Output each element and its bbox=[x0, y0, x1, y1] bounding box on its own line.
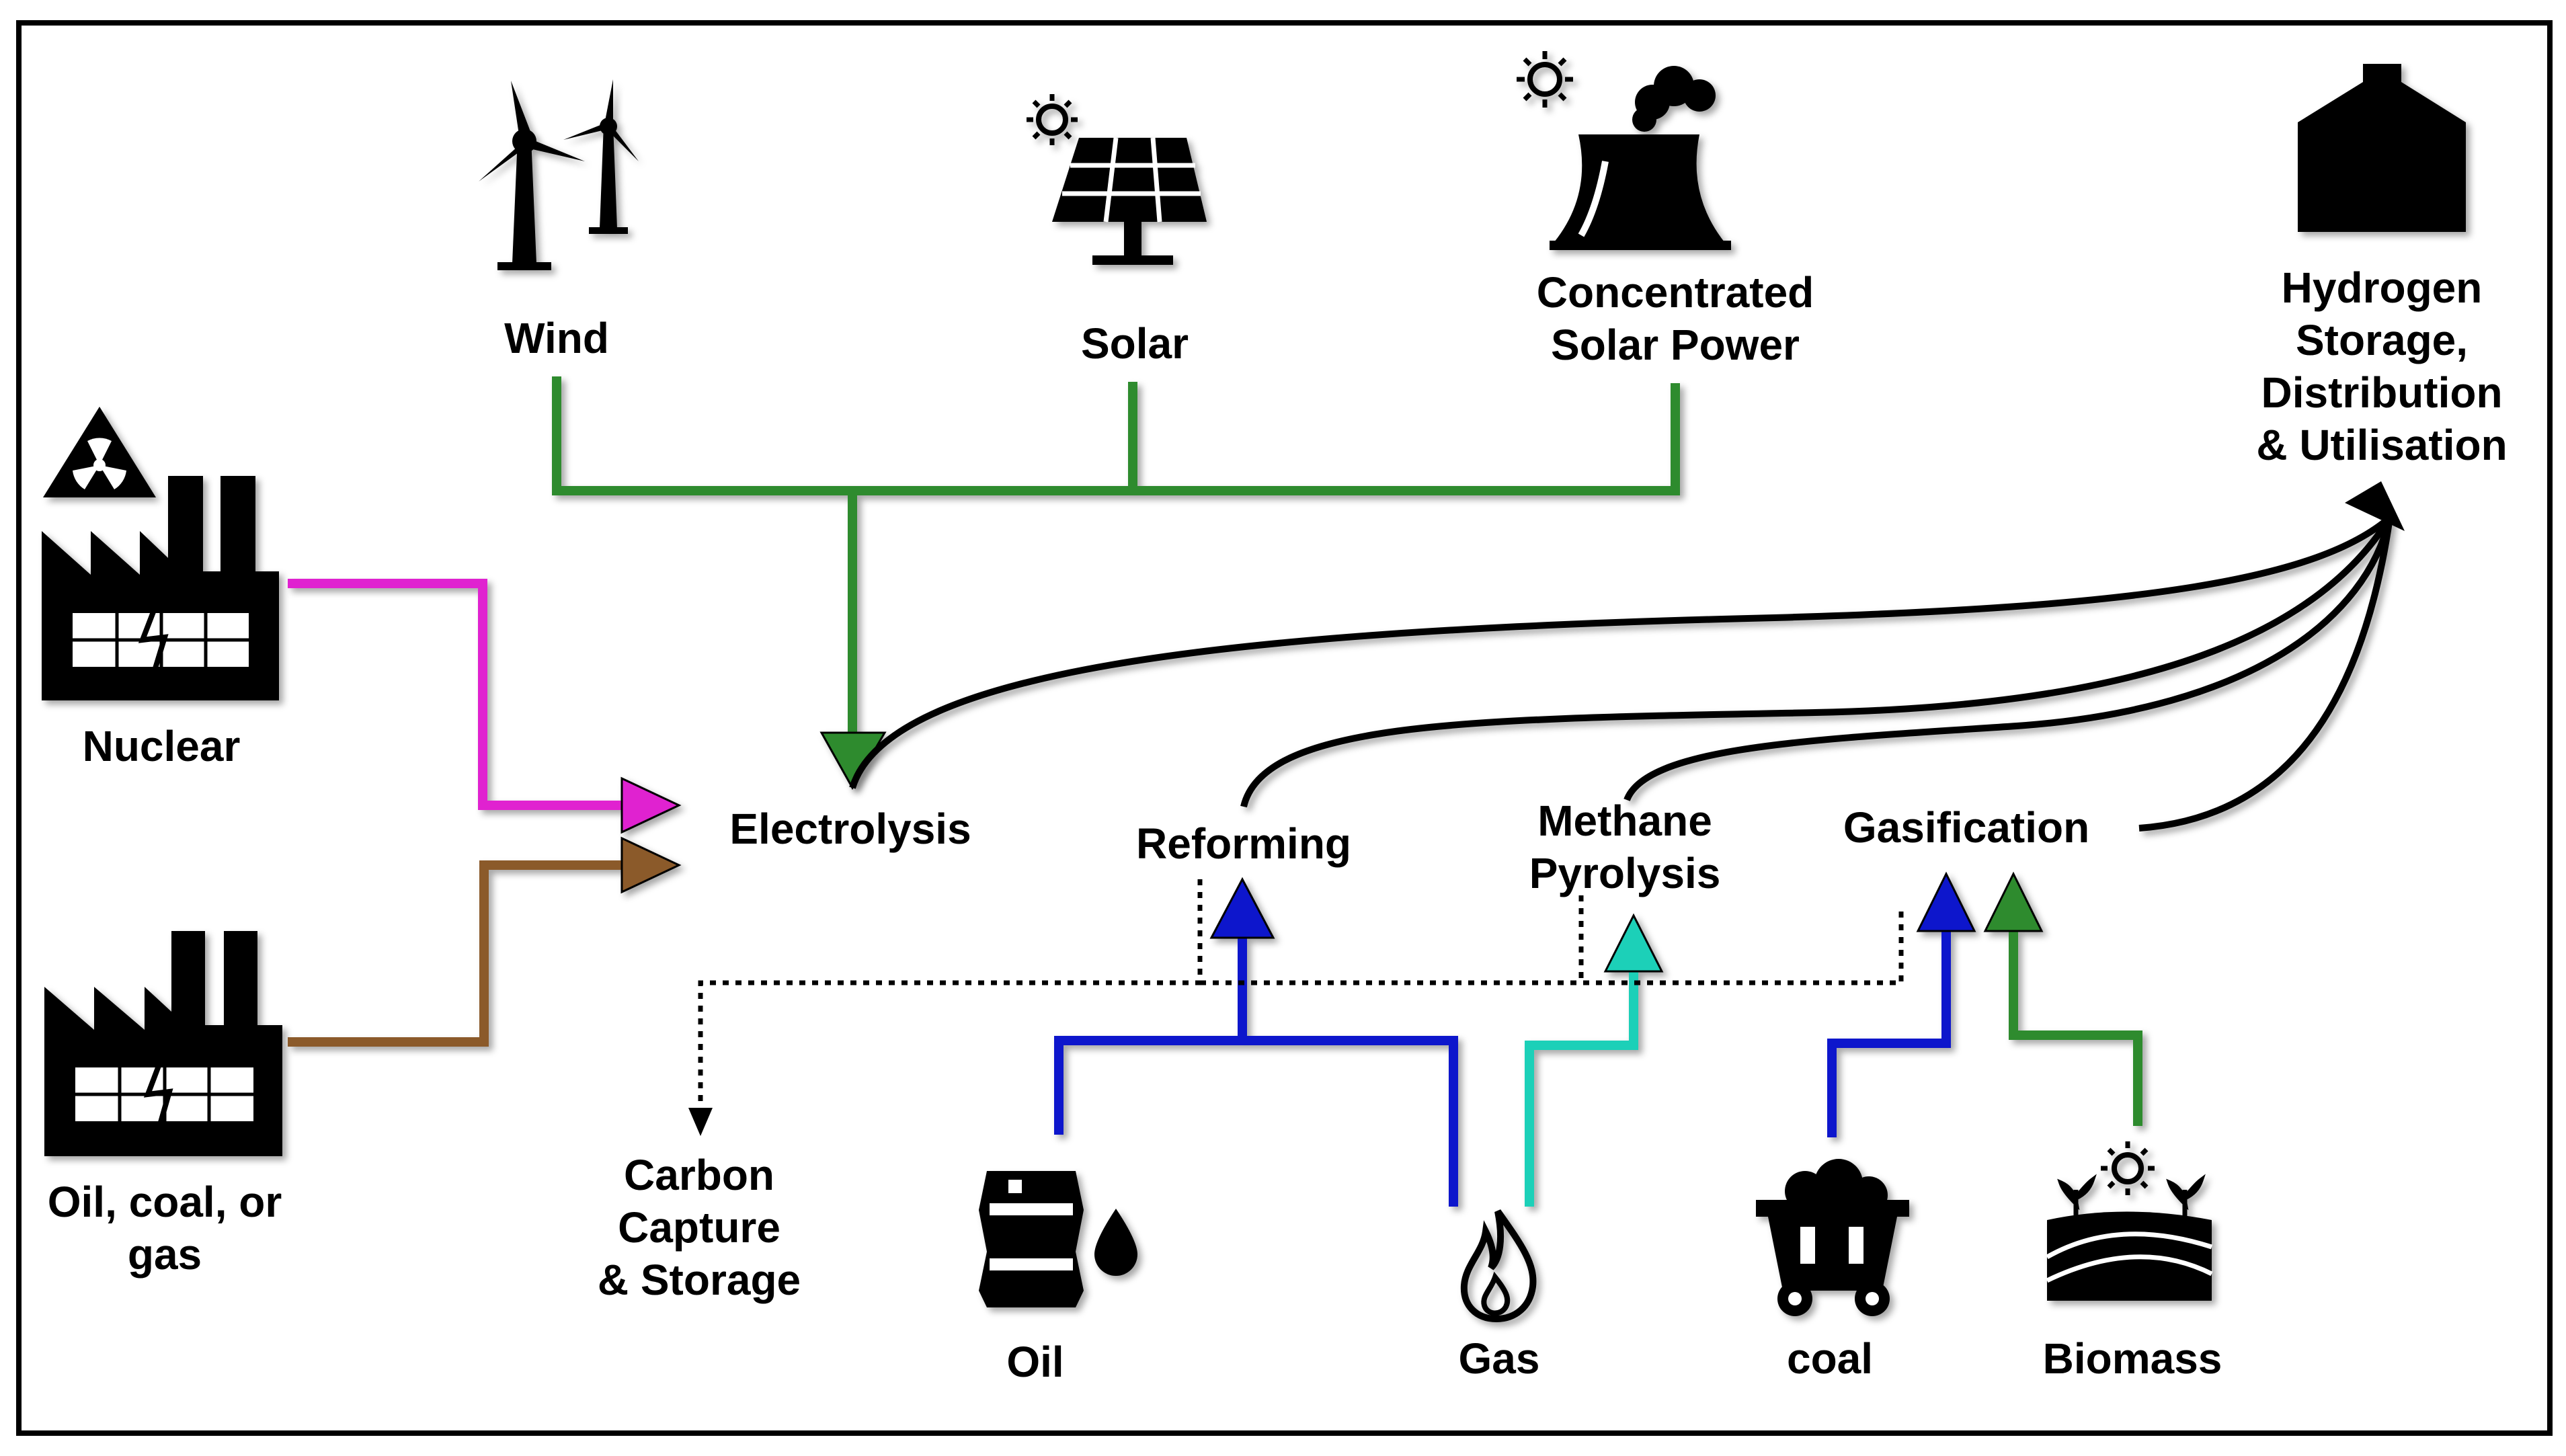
hydrogen-label-line3: Distribution bbox=[2261, 368, 2502, 417]
hydrogen-output-curves bbox=[849, 515, 2393, 832]
hydrogen-storage-arrowhead bbox=[2345, 481, 2405, 531]
ccs-label-line2: Capture bbox=[618, 1203, 780, 1252]
oil-label: Oil bbox=[1006, 1338, 1064, 1386]
gas-flame-icon bbox=[1460, 1209, 1537, 1323]
nuclear-label: Nuclear bbox=[83, 722, 241, 770]
fossil-electric-connector bbox=[288, 836, 682, 1047]
renewable-bus-connector bbox=[552, 376, 1680, 736]
reforming-label: Reforming bbox=[1136, 819, 1351, 868]
hydrogen-label-line1: Hydrogen bbox=[2282, 264, 2483, 312]
solar-panel-icon bbox=[1027, 94, 1207, 265]
methane-pyrolysis-label-line1: Methane bbox=[1537, 797, 1712, 845]
coal-label: coal bbox=[1787, 1334, 1873, 1383]
biomass-field-icon bbox=[2046, 1141, 2213, 1301]
gas-pyrolysis-connector bbox=[1525, 913, 1664, 1207]
nuclear-plant-icon bbox=[42, 407, 279, 700]
coal-gasification-connector bbox=[1827, 871, 1976, 1137]
hydrogen-label-line4: & Utilisation bbox=[2256, 421, 2507, 469]
ccs-label-line3: & Storage bbox=[598, 1256, 801, 1304]
hydrogen-label-line2: Storage, bbox=[2296, 316, 2468, 364]
csp-label-line2: Solar Power bbox=[1551, 321, 1800, 369]
gas-label: Gas bbox=[1459, 1334, 1540, 1383]
oil-barrel-icon bbox=[979, 1171, 1137, 1307]
carbon-capture-arrowhead bbox=[688, 1108, 713, 1136]
biomass-label: Biomass bbox=[2043, 1334, 2222, 1383]
coal-cart-icon bbox=[1756, 1159, 1909, 1316]
electrolysis-label: Electrolysis bbox=[729, 805, 971, 853]
concentrated-solar-power-icon bbox=[1517, 51, 1731, 250]
ccs-label-line1: Carbon bbox=[624, 1151, 774, 1199]
solar-label: Solar bbox=[1081, 319, 1189, 368]
wind-label: Wind bbox=[504, 314, 609, 362]
hydrogen-storage-icon bbox=[2298, 64, 2466, 232]
biomass-gasification-connector bbox=[1983, 871, 2142, 1126]
fossil-power-plant-icon bbox=[44, 931, 282, 1156]
carbon-capture-dotted-connector bbox=[698, 879, 1904, 1108]
gasification-label: Gasification bbox=[1843, 803, 2089, 852]
fossil-label-line2: gas bbox=[128, 1230, 202, 1279]
fossil-label-line1: Oil, coal, or bbox=[48, 1178, 282, 1226]
csp-label-line1: Concentrated bbox=[1537, 268, 1814, 317]
oil-gas-reforming-connector bbox=[1054, 877, 1458, 1207]
nuclear-connector bbox=[288, 579, 682, 834]
methane-pyrolysis-label-line2: Pyrolysis bbox=[1529, 849, 1721, 897]
wind-turbine-icon bbox=[479, 79, 639, 270]
diagram-frame bbox=[16, 20, 2553, 1436]
